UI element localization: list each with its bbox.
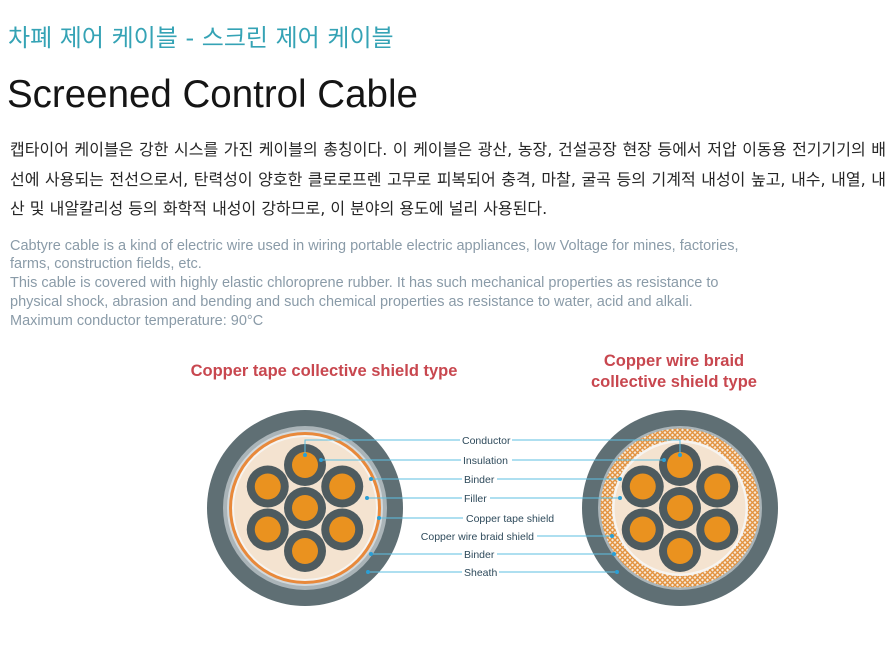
description-english-usage: Cabtyre cable is a kind of electric wire… xyxy=(10,237,739,273)
braid-shield-type-heading-line-2: collective shield type xyxy=(591,373,757,391)
component-labels: Conductor Insulation Binder Filler Coppe… xyxy=(421,435,555,579)
leader-dot xyxy=(612,552,616,556)
core xyxy=(621,508,664,551)
description-korean: 캡타이어 케이블은 강한 시스를 가진 케이블의 총칭이다. 이 케이블은 광산… xyxy=(10,140,886,218)
core xyxy=(621,465,664,508)
tape-shield-cable xyxy=(207,410,403,606)
core xyxy=(659,444,701,486)
conductor-leader-right xyxy=(512,439,681,455)
core xyxy=(246,508,289,551)
core-conductor xyxy=(629,516,656,543)
core-bundle xyxy=(246,444,364,572)
leader-dot xyxy=(662,458,666,462)
leader-dot xyxy=(366,570,370,574)
braid-shield-type-heading-line-1: Copper wire braid xyxy=(604,352,744,370)
core-conductor xyxy=(667,495,693,521)
core-bundle xyxy=(621,444,739,572)
label-conductor: Conductor xyxy=(462,435,511,447)
core-conductor xyxy=(254,516,281,543)
core xyxy=(696,508,739,551)
core-conductor xyxy=(667,452,693,478)
core-conductor xyxy=(292,452,318,478)
description-english-temperature: Maximum conductor temperature: 90°C xyxy=(10,312,264,329)
leader-lines xyxy=(304,439,681,573)
tape-shield-type-heading: Copper tape collective shield type xyxy=(191,362,458,380)
core xyxy=(696,465,739,508)
label-filler: Filler xyxy=(464,493,487,505)
core-conductor xyxy=(704,473,731,500)
leader-dot xyxy=(369,477,373,481)
label-sheath: Sheath xyxy=(464,567,497,579)
label-outer-binder: Binder xyxy=(464,549,495,561)
core-conductor xyxy=(292,495,318,521)
label-inner-binder: Binder xyxy=(464,474,495,486)
leader-dot xyxy=(319,458,323,462)
cable-cross-section-diagram: Copper tape collective shield type Coppe… xyxy=(191,352,778,606)
core xyxy=(659,530,701,572)
conductor-leader-left xyxy=(304,439,460,455)
core-conductor xyxy=(704,516,731,543)
core xyxy=(246,465,289,508)
description-english: Cabtyre cable is a kind of electric wire… xyxy=(10,237,755,331)
leader-dot xyxy=(303,453,307,457)
braid-shield-cable xyxy=(582,410,778,606)
core-conductor xyxy=(254,473,281,500)
core xyxy=(284,444,326,486)
leader-dot xyxy=(618,496,622,500)
label-copper-wire-braid-shield: Copper wire braid shield xyxy=(421,531,534,543)
core-conductor xyxy=(292,538,318,564)
core-conductor xyxy=(329,516,356,543)
label-copper-tape-shield: Copper tape shield xyxy=(466,513,554,525)
core-conductor xyxy=(667,538,693,564)
core-conductor xyxy=(329,473,356,500)
leader-dot xyxy=(369,552,373,556)
core xyxy=(321,465,364,508)
leader-dot xyxy=(365,496,369,500)
label-insulation: Insulation xyxy=(463,455,508,467)
page-title: Screened Control Cable xyxy=(7,73,418,116)
core xyxy=(321,508,364,551)
leader-dot xyxy=(618,477,622,481)
leader-dot xyxy=(678,453,682,457)
core xyxy=(659,487,701,529)
leader-dots xyxy=(303,453,682,574)
core xyxy=(284,487,326,529)
description-english-properties: This cable is covered with highly elasti… xyxy=(10,275,719,310)
page-title-korean: 차폐 제어 케이블 - 스크린 제어 케이블 xyxy=(8,24,394,52)
leader-dot xyxy=(610,534,614,538)
core xyxy=(284,530,326,572)
leader-dot xyxy=(615,570,619,574)
core-conductor xyxy=(629,473,656,500)
leader-dot xyxy=(377,516,381,520)
